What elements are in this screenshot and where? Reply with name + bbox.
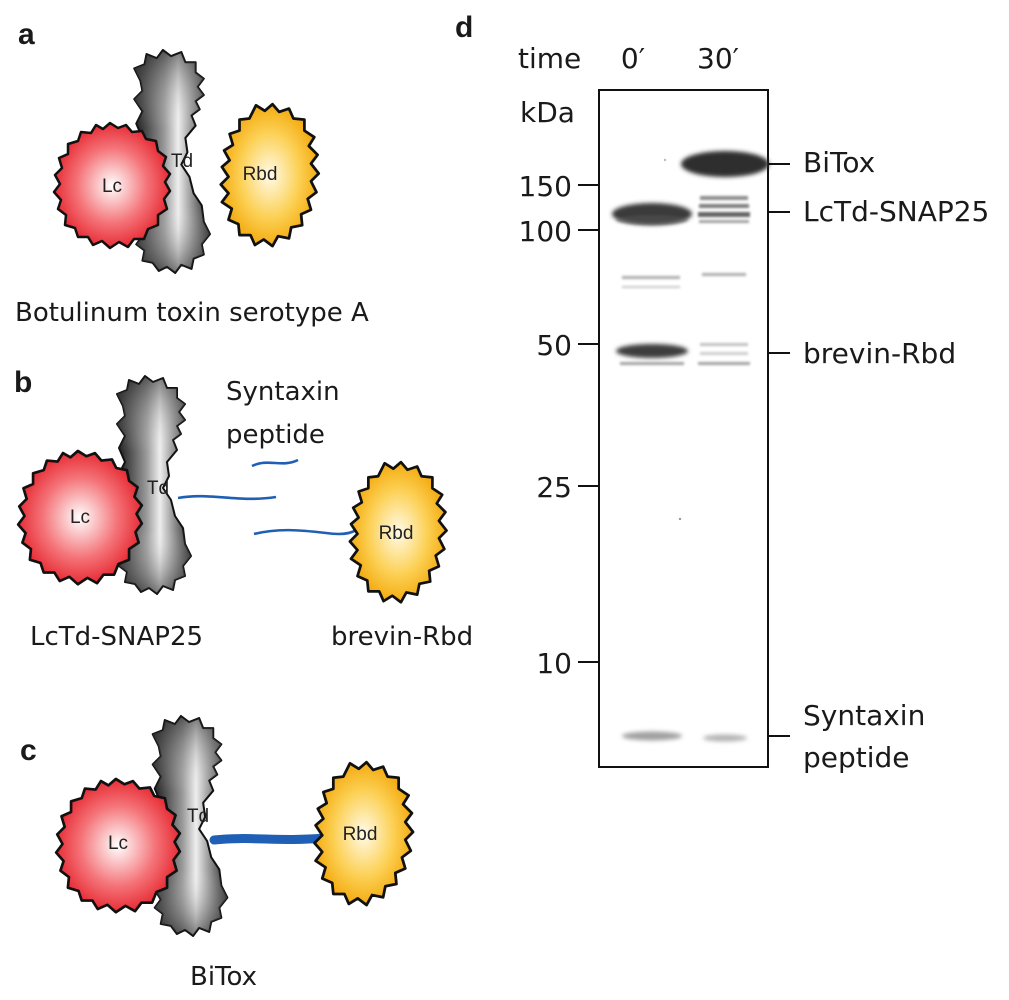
panel-b-letter: b [14,366,32,399]
panel-a: a Lc Td Rbd Botulinum toxin serotype A [15,18,369,328]
band-brevin-faint-lane30 [700,343,748,346]
band-smear-2-lane30 [699,204,749,208]
lc-label-b: Lc [70,507,90,528]
band-brevin-low-lane0 [620,362,684,365]
band-label-syntaxin-line1: Syntaxin [803,699,925,732]
caption-a: Botulinum toxin serotype A [15,298,369,328]
panel-d-letter: d [455,11,473,44]
band-faint-2-lane0 [622,286,680,288]
band-smear-3-lane30 [699,220,749,223]
band-faint-1-lane30 [702,273,746,276]
band-bitox-lane30 [681,151,769,177]
band-syntaxin-lane30 [703,734,747,742]
lane-label-30: 30′ [697,42,739,75]
panel-a-letter: a [18,18,35,51]
lane-label-0: 0′ [621,42,645,75]
panel-d: d time 0′ 30′ kDa 150 100 50 25 10 [455,11,989,774]
band-label-brevin: brevin-Rbd [803,337,956,370]
band-brevin-faint2-lane30 [700,352,748,355]
time-label: time [518,42,581,75]
peptide-label-b-line1: Syntaxin [226,377,340,407]
band-label-syntaxin-line2: peptide [803,741,910,774]
marker-label-150: 150 [519,170,572,203]
panel-c-letter: c [20,734,37,767]
gel-speck-1 [663,158,667,162]
marker-label-50: 50 [536,329,572,362]
bitox-linker [209,833,329,845]
marker-label-10: 10 [536,647,572,680]
gel-frame [598,89,769,768]
snap25-linker-line [177,494,277,501]
lane-0-bands [612,203,692,741]
td-label-b: Td [147,478,169,499]
marker-label-25: 25 [536,471,572,504]
panel-c: c Lc Td Rbd BiTox [20,714,415,992]
caption-bitox: BiTox [190,962,257,992]
band-label-lctd: LcTd-SNAP25 [803,195,989,228]
lc-label-a: Lc [102,176,122,197]
rbd-label-a: Rbd [243,164,278,185]
band-label-bitox: BiTox [803,146,875,179]
caption-lctd-snap25: LcTd-SNAP25 [30,622,203,652]
band-lctd-lane30 [698,212,750,217]
syntaxin-peptide-line [251,458,299,468]
caption-brevin-rbd: brevin-Rbd [331,622,473,652]
td-label-c: Td [187,806,209,827]
band-lctd-tail-lane0 [616,215,688,225]
rbd-label-b: Rbd [379,523,414,544]
band-brevin-low-lane30 [698,362,750,365]
lane-30-bands [681,151,769,742]
kda-label: kDa [520,96,575,129]
band-smear-1-lane30 [700,196,748,200]
rbd-label-c: Rbd [343,824,378,845]
marker-label-100: 100 [519,215,572,248]
panel-b: b Syntaxin peptide Lc Td Rbd LcTd-SNAP25… [14,366,473,652]
band-syntaxin-lane0 [622,731,682,741]
lc-label-c: Lc [108,833,128,854]
td-label-a: Td [171,151,193,172]
peptide-label-b-line2: peptide [226,420,325,450]
band-faint-1-lane0 [622,276,680,279]
band-brevin-lane0 [616,344,688,358]
brevin-linker-line [253,528,357,536]
gel-speck-2 [678,517,682,521]
